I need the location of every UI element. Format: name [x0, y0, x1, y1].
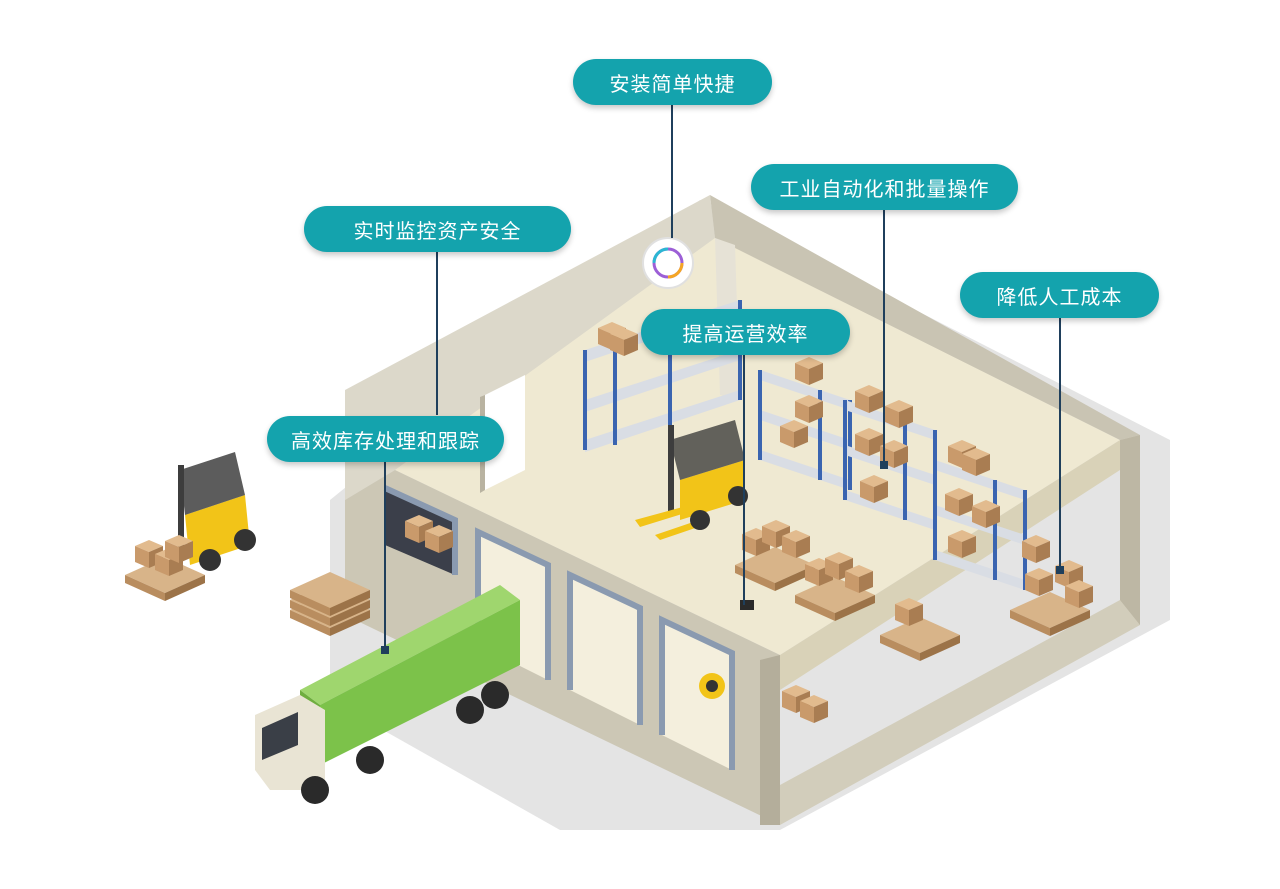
warehouse-floor	[395, 235, 1120, 655]
callout-monitor: 实时监控资产安全	[304, 206, 571, 252]
callout-automation: 工业自动化和批量操作	[751, 164, 1018, 210]
back-wall-right	[710, 195, 1140, 440]
right-wall	[780, 435, 1140, 825]
callout-cost: 降低人工成本	[960, 272, 1159, 318]
callout-install: 安装简单快捷	[573, 59, 772, 105]
forklift-icon	[178, 452, 256, 571]
truck-icon	[255, 585, 520, 804]
loading-docks	[383, 485, 735, 770]
forklift-icon	[635, 420, 748, 540]
callout-inventory: 高效库存处理和跟踪	[267, 416, 504, 462]
ceiling-sensor-icon	[642, 237, 694, 289]
forklift-icon	[699, 673, 725, 699]
callout-efficiency: 提高运营效率	[641, 309, 850, 355]
